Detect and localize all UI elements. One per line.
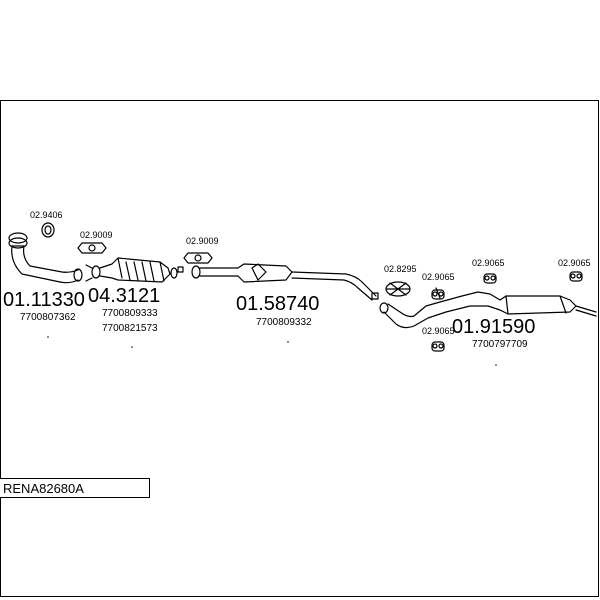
catalytic-converter-drawing [85,257,178,283]
gasket-9009-front-label: 02.9009 [80,230,113,240]
oem-catalyst-2: 7700821573 [102,323,158,334]
hanger-2-label: 02.9065 [472,258,505,268]
hanger-1-label: 02.9065 [422,272,455,282]
clamp-drawing [371,281,411,300]
diagram-frame [0,100,599,597]
gasket-9009-rear-label: 02.9009 [186,236,219,246]
hanger-4-label: 02.9065 [558,258,591,268]
oem-silencer: 7700797709 [472,339,528,350]
gasket-9406-label: 02.9406 [30,210,63,220]
hanger-3-drawing [431,341,445,352]
reference-code: RENA82680A [3,481,84,496]
gasket-9009-rear-drawing [183,252,213,264]
oem-intermediate: 7700809332 [256,317,312,328]
part-code-silencer: 01.91590 [452,316,535,338]
front-pipe-drawing [8,232,83,284]
hanger-3-label: 02.9065 [422,326,455,336]
connector-square [177,266,184,273]
part-code-catalyst: 04.3121 [88,285,160,307]
gasket-9406-drawing [41,222,55,238]
reference-box: RENA82680A [0,478,150,498]
hanger-2-drawing [483,273,497,284]
hanger-1-drawing [431,289,445,300]
part-code-front-pipe: 01.11330 [3,289,85,311]
intermediate-pipe-drawing [191,263,377,301]
clamp-8295-label: 02.8295 [384,264,417,274]
oem-catalyst-1: 7700809333 [102,308,158,319]
hanger-4-drawing [569,271,583,282]
gasket-9009-front-drawing [77,242,107,254]
part-code-intermediate: 01.58740 [236,293,319,315]
rear-silencer-drawing [379,287,597,329]
oem-front-pipe: 7700807362 [20,312,76,323]
